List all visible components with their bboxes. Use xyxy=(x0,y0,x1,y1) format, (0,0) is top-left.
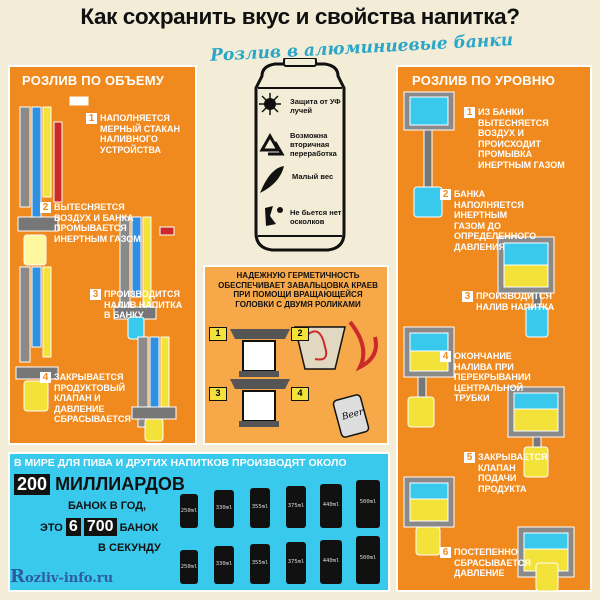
level-step-1-number: 1 xyxy=(464,107,475,118)
feather-icon xyxy=(260,166,284,193)
stats-per-year: БАНОК В ГОД, xyxy=(68,500,147,512)
volume-filling-panel: РОЗЛИВ ПО ОБЪЕМУ xyxy=(8,65,197,445)
volume-filling-heading: РОЗЛИВ ПО ОБЪЕМУ xyxy=(22,73,165,88)
can-size-2-bottom: 330ml xyxy=(214,546,234,584)
stats-per-second: В СЕКУНДУ xyxy=(98,542,161,554)
level-machine-2 xyxy=(497,236,555,338)
light-weight-label: Малый вес xyxy=(292,172,334,181)
aluminum-can-illustration xyxy=(254,58,346,252)
machine-4 xyxy=(131,336,177,442)
seaming-panel: НАДЕЖНУЮ ГЕРМЕТИЧНОСТЬ ОБЕСПЕЧИВАЕТ ЗАВА… xyxy=(203,265,389,445)
can-size-1-bottom: 250ml xyxy=(180,550,198,584)
volume-step-4-number: 4 xyxy=(40,372,51,383)
stats-per-second-row: ЭТО 6 700 БАНОК xyxy=(40,518,158,536)
recycle-icon xyxy=(259,132,285,156)
roller-3-badge: 3 xyxy=(209,387,227,401)
per-second-suffix: БАНОК xyxy=(119,522,159,534)
uv-protection-label: Защита от УФ лучей xyxy=(290,97,341,115)
level-step-6-number: 6 xyxy=(440,547,451,558)
seaming-head-bottom xyxy=(230,379,290,427)
level-step-4-text: ОКОНЧАНИЕ НАЛИВА ПРИ ПЕРЕКРЫВАНИИ ЦЕНТРА… xyxy=(454,351,531,403)
per-second-hundreds-box: 700 xyxy=(83,518,117,536)
machine-1 xyxy=(17,96,89,266)
machine-3 xyxy=(15,266,59,412)
volume-step-1-number: 1 xyxy=(86,113,97,124)
volume-step-1-text: НАПОЛНЯЕТСЯ МЕРНЫЙ СТАКАН НАЛИВНОГО УСТР… xyxy=(100,113,180,155)
level-machine-4 xyxy=(507,386,565,478)
per-second-thousands-box: 6 xyxy=(65,518,81,536)
volume-step-4-text: ЗАКРЫВАЕТСЯ ПРОДУКТОВЫЙ КЛАПАН И ДАВЛЕНИ… xyxy=(54,372,131,424)
seaming-description: НАДЕЖНУЮ ГЕРМЕТИЧНОСТЬ ОБЕСПЕЧИВАЕТ ЗАВА… xyxy=(218,271,378,309)
beer-can-icon xyxy=(332,394,370,438)
can-size-2-top: 330ml xyxy=(214,490,234,528)
volume-step-3-number: 3 xyxy=(90,289,101,300)
site-logo-initial: R xyxy=(10,566,25,587)
page-title: Как сохранить вкус и свойства напитка? xyxy=(80,4,520,29)
level-machine-5 xyxy=(403,476,455,556)
can-size-4-bottom: 375ml xyxy=(286,542,306,584)
can-size-4-top: 375ml xyxy=(286,486,306,528)
level-step-3-text: ПРОИЗВОДИТСЯ НАЛИВ НАПИТКА xyxy=(476,291,555,312)
volume-step-3-text: ПРОИЗВОДИТСЯ НАЛИВ НАПИТКА В БАНКУ xyxy=(104,289,183,320)
level-step-4-number: 4 xyxy=(440,351,451,362)
recycling-label: Возможна вторичная переработка xyxy=(290,131,337,158)
annual-count-box: 200 xyxy=(14,474,51,495)
level-machine-6 xyxy=(517,526,575,592)
site-logo-text: ozliv-info.ru xyxy=(24,571,114,586)
roller-1-badge: 1 xyxy=(209,327,227,341)
volume-step-2-number: 2 xyxy=(40,202,51,213)
can-size-1-top: 250ml xyxy=(180,494,198,528)
level-step-5-text: ЗАКРЫВАЕТСЯ КЛАПАН ПОДАЧИ ПРОДУКТА xyxy=(478,452,548,494)
level-filling-heading: РОЗЛИВ ПО УРОВНЮ xyxy=(412,73,556,88)
roller-4-badge: 4 xyxy=(291,387,309,401)
level-step-1-text: ИЗ БАНКИ ВЫТЕСНЯЕТСЯ ВОЗДУХ И ПРОИСХОДИТ… xyxy=(478,107,565,170)
stats-annual: 200 МИЛЛИАРДОВ xyxy=(14,474,185,495)
level-filling-panel: РОЗЛИВ ПО УРОВНЮ xyxy=(396,65,592,592)
seaming-diagram xyxy=(230,320,378,438)
per-second-prefix: ЭТО xyxy=(40,522,63,534)
broken-glass-icon xyxy=(265,206,283,226)
can-size-6-top: 500ml xyxy=(356,480,380,528)
seaming-head-top xyxy=(230,329,290,377)
level-step-5-number: 5 xyxy=(464,452,475,463)
production-stats-panel: В МИРЕ ДЛЯ ПИВА И ДРУГИХ НАПИТКОВ ПРОИЗВ… xyxy=(8,452,390,592)
can-size-3-bottom: 355ml xyxy=(250,544,270,584)
level-step-2-text: БАНКА НАПОЛНЯЕТСЯ ИНЕРТНЫМ ГАЗОМ ДО ОПРЕ… xyxy=(454,189,537,252)
volume-step-2-text: ВЫТЕСНЯЕТСЯ ВОЗДУХ И БАНКА ПРОМЫВАЕТСЯ И… xyxy=(54,202,141,244)
can-size-6-bottom: 500ml xyxy=(356,536,380,584)
volume-filling-machines xyxy=(15,96,177,442)
can-size-5-top: 440ml xyxy=(320,484,342,528)
annual-count-word: МИЛЛИАРДОВ xyxy=(55,474,185,494)
site-logo[interactable]: Rozliv-info.ru xyxy=(10,566,113,587)
can-size-5-bottom: 440ml xyxy=(320,540,342,584)
stats-intro: В МИРЕ ДЛЯ ПИВА И ДРУГИХ НАПИТКОВ ПРОИЗВ… xyxy=(14,457,347,469)
sun-icon xyxy=(259,93,281,115)
level-step-6-text: ПОСТЕПЕННО СБРАСЫВАЕТСЯ ДАВЛЕНИЕ xyxy=(454,547,531,578)
machine-2 xyxy=(113,216,175,340)
roller-2-badge: 2 xyxy=(291,327,309,341)
level-step-3-number: 3 xyxy=(462,291,473,302)
unbreakable-label: Не бьется нет осколков xyxy=(290,208,342,226)
can-size-3-top: 355ml xyxy=(250,488,270,528)
level-step-2-number: 2 xyxy=(440,189,451,200)
level-machine-1 xyxy=(403,91,455,218)
